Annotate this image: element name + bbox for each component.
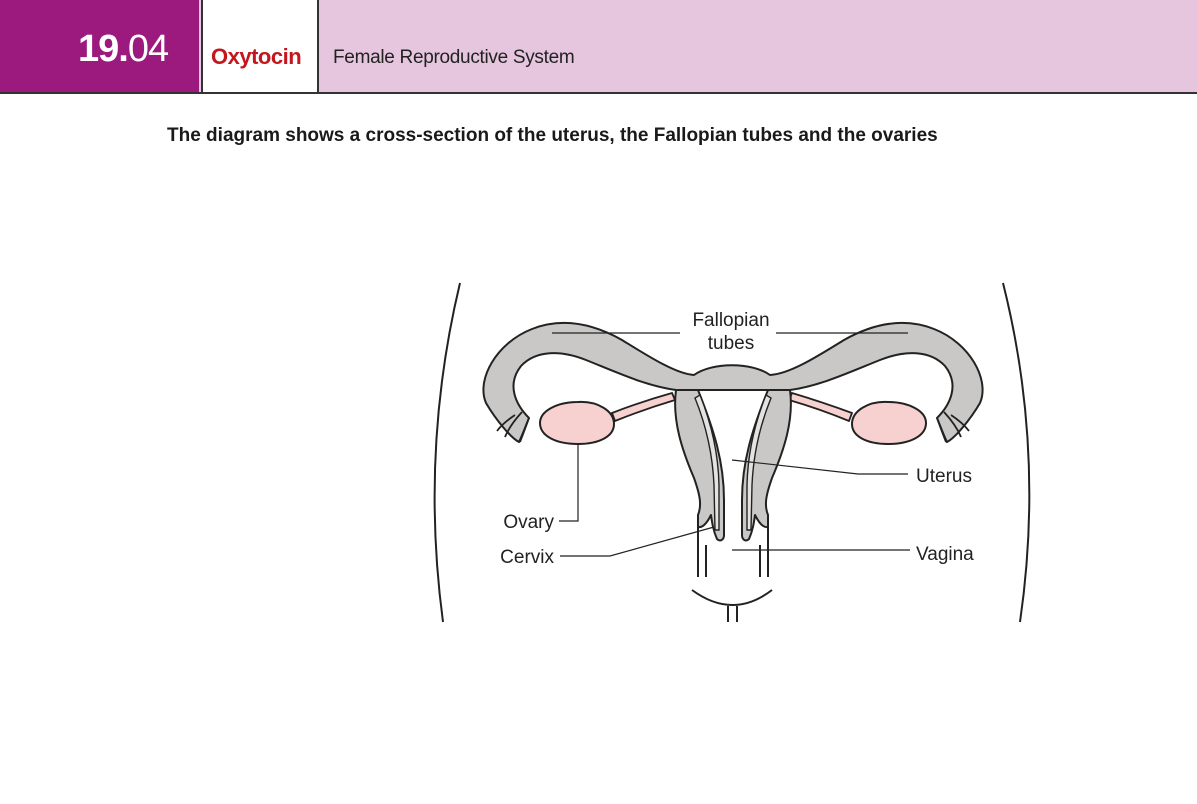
topic-title: Oxytocin [211,44,302,69]
label-fallopian-line1: Fallopian [692,310,769,331]
ovary-right [850,400,928,446]
ovary-left [538,400,616,446]
uterine-lining-left [694,393,720,531]
leader-uterus [731,459,908,475]
leader-ovary [559,444,579,522]
label-fallopian-line2: tubes [708,333,754,354]
ovarian-ligament-left [610,391,677,423]
ovarian-ligament-right [787,391,854,423]
uterus-wall-right [741,389,792,542]
fimbriae-left [496,411,530,443]
label-vagina: Vagina [916,544,974,565]
header-bar: 19.04 Oxytocin Female Reproductive Syste… [0,0,1197,94]
section-number: 19.04 [78,27,169,71]
body-outline-right [1002,282,1031,623]
fimbriae-right [936,411,970,443]
uterus-wall-left [674,389,725,542]
topic-block: Oxytocin [201,0,319,92]
body-outline-left [433,282,461,623]
section-number-major: 19. [78,28,129,70]
label-uterus: Uterus [916,466,972,487]
section-number-block: 19.04 [0,0,199,92]
section-number-minor: 04 [127,28,169,70]
vagina-wall-left [697,527,707,577]
label-cervix: Cervix [500,547,554,568]
vagina-wall-right [759,527,769,577]
pelvic-floor [691,589,773,606]
vaginal-opening [727,606,738,622]
label-ovary: Ovary [503,512,554,533]
diagram-caption: The diagram shows a cross-section of the… [167,125,938,146]
section-subtitle: Female Reproductive System [333,47,575,68]
leader-cervix [560,526,715,557]
